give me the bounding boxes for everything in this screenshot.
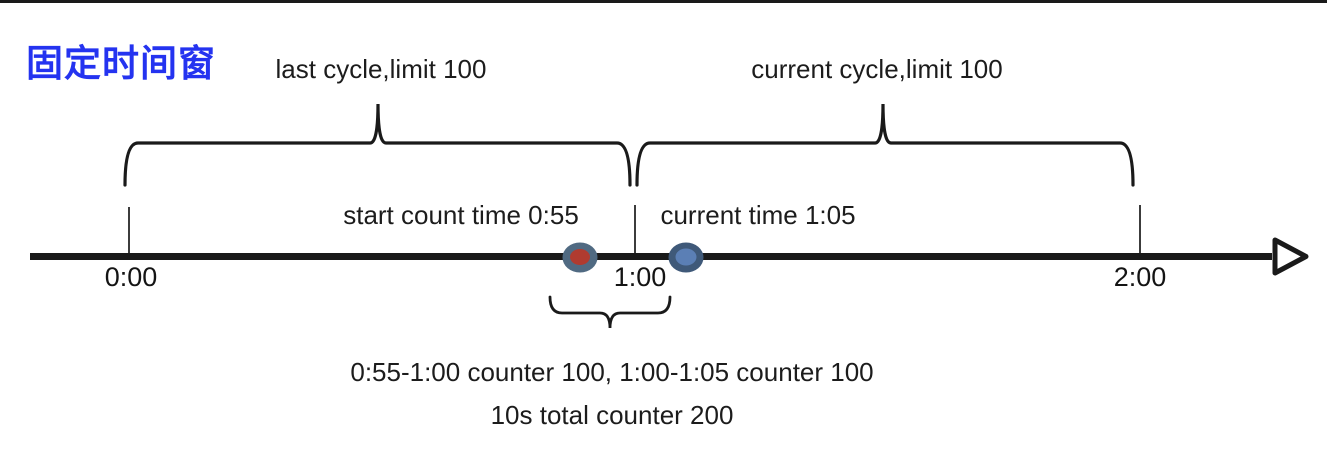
ten-second-window-brace <box>548 295 672 329</box>
current-cycle-brace <box>635 103 1135 187</box>
counter-annotation: 0:55-1:00 counter 100, 1:00-1:05 counter… <box>350 357 874 387</box>
tick-label-2-00: 2:00 <box>1113 262 1167 292</box>
total-counter-annotation: 10s total counter 200 <box>490 400 734 430</box>
current-time-label: current time 1:05 <box>660 200 856 230</box>
start-count-time-label: start count time 0:55 <box>343 200 579 230</box>
start-count-point <box>562 242 598 273</box>
tick-label-1-00: 1:00 <box>613 262 667 292</box>
last-cycle-brace <box>123 103 632 187</box>
current-cycle-label: current cycle,limit 100 <box>751 54 1003 84</box>
last-cycle-label: last cycle,limit 100 <box>275 54 487 84</box>
top-border-line <box>0 0 1327 3</box>
arrow-right-icon <box>1272 237 1309 276</box>
page-title: 固定时间窗 <box>26 43 216 84</box>
current-time-point <box>668 242 704 273</box>
tick-label-0-00: 0:00 <box>104 262 158 292</box>
